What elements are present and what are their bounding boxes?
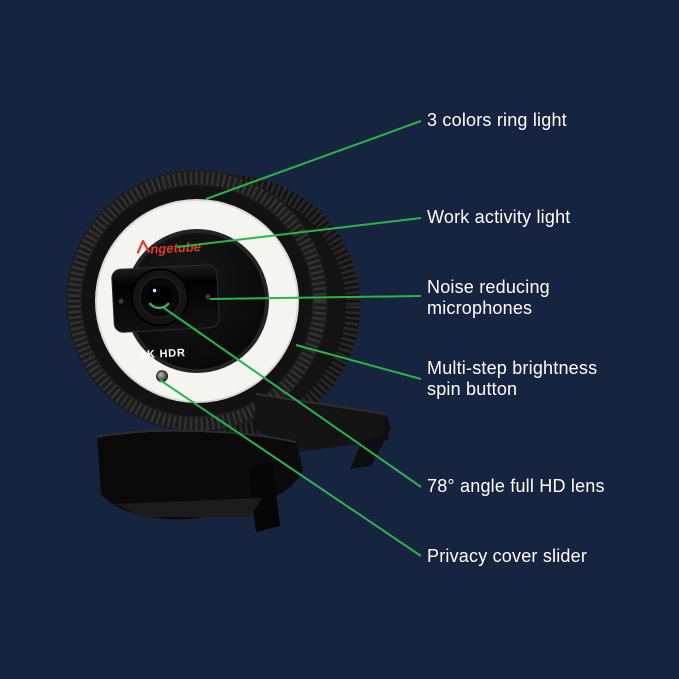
label-ring-light: 3 colors ring light — [427, 110, 567, 130]
logo-text: ngetube — [150, 239, 201, 257]
annotation-lines — [159, 120, 422, 557]
mount-clip — [96, 393, 391, 532]
annotation-line-hd-lens — [163, 307, 422, 488]
annotation-line-privacy-slider — [159, 379, 422, 557]
microphone-right — [205, 294, 211, 300]
label-brightness-button: Multi-step brightness spin button — [427, 358, 598, 399]
annotation-line-activity-light — [176, 217, 422, 248]
lens-glint — [148, 302, 170, 310]
annotation-line-microphones — [209, 295, 422, 300]
label-privacy-slider: Privacy cover slider — [427, 546, 588, 566]
microphone-left — [118, 298, 124, 304]
angetube-logo: ngetube — [136, 239, 201, 257]
annotation-line-ring-light — [205, 120, 422, 200]
annotation-line-brightness-button — [295, 344, 422, 380]
camera-assembly: ngetube 2K HDR — [111, 239, 220, 383]
camera-lens — [130, 268, 189, 327]
badge-2k-hdr: 2K HDR — [140, 347, 186, 361]
label-microphones: Noise reducing microphones — [427, 277, 550, 318]
label-activity-light: Work activity light — [427, 207, 571, 227]
label-hd-lens: 78° angle full HD lens — [427, 476, 605, 496]
